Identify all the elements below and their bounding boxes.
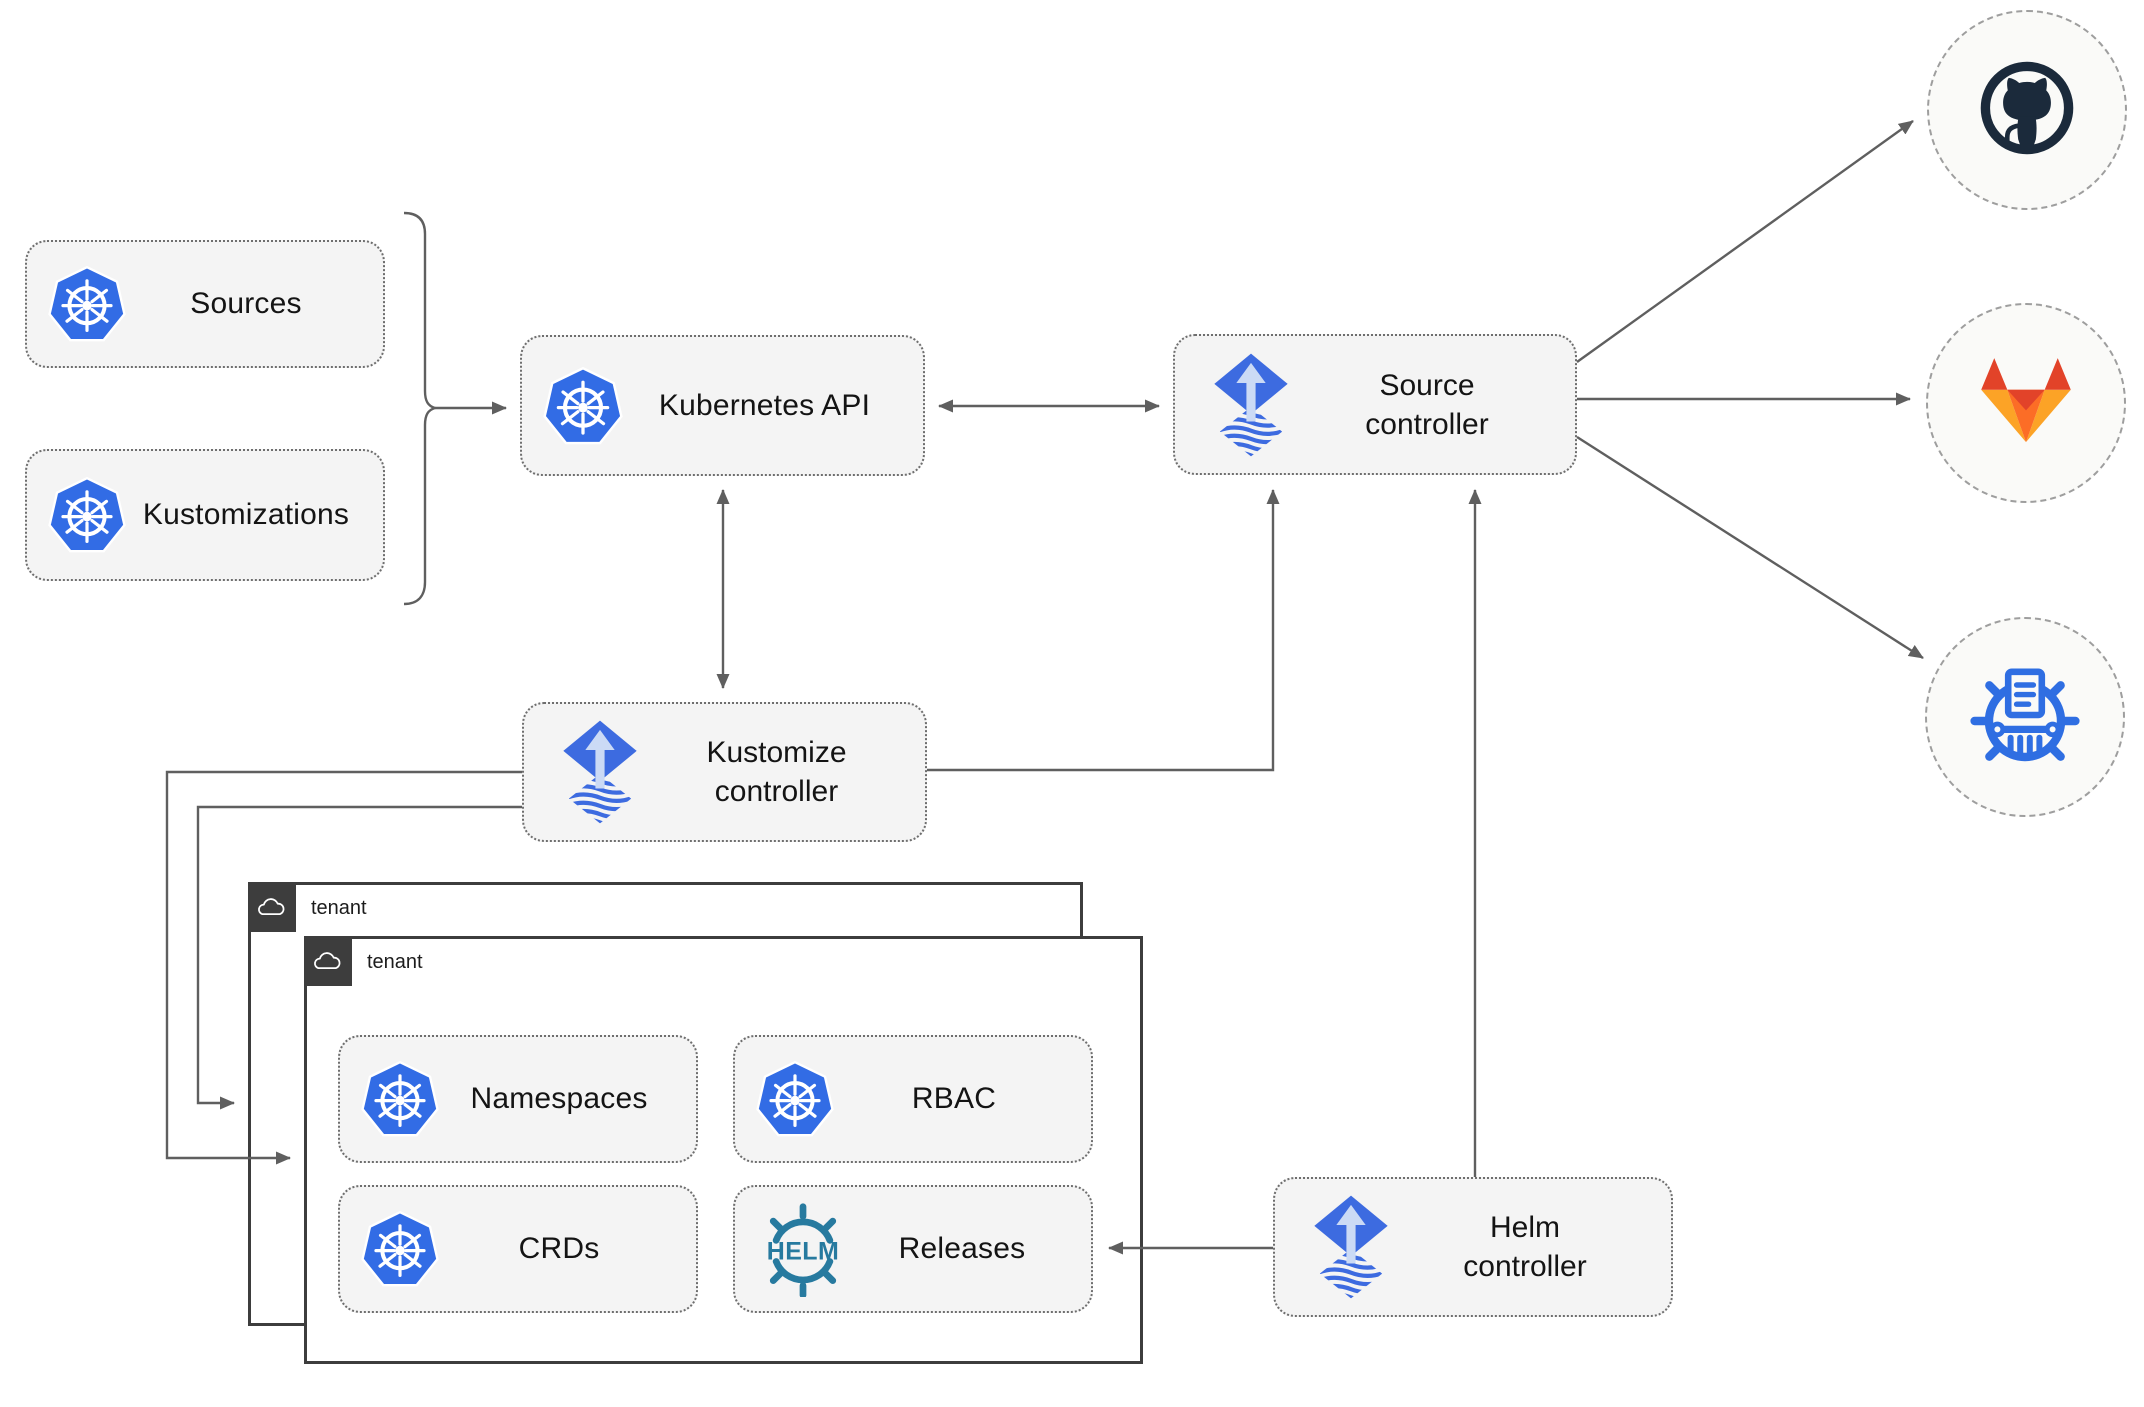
arrow-source-controller-to-chartmuseum [1576,435,1924,660]
flux-icon [554,717,646,827]
kubernetes-icon [360,1208,440,1290]
sources-label: Sources [190,287,302,320]
namespaces-node: Namespaces [338,1035,698,1163]
kustomize-controller-label: Kustomize controller [706,736,847,808]
releases-node: HELM Releases [733,1185,1093,1313]
tenant-label: tenant [311,897,367,919]
sources-bracket [403,211,440,606]
rbac-label: RBAC [911,1082,997,1115]
arrow-source-controller-to-github [1576,120,1914,363]
crds-node: CRDs [338,1185,698,1313]
kustomize-controller-node: Kustomize controller [522,702,927,842]
cloud-icon [304,936,352,986]
flux-icon [1205,350,1297,460]
sources-node: Sources [25,240,385,368]
rbac-node: RBAC [733,1035,1093,1163]
gitlab-icon [1970,354,2082,453]
flux-icon [1305,1192,1397,1302]
arrow-kustomize-to-source-controller [927,489,1280,772]
helm-logo-text: HELM [767,1238,840,1266]
tenant-box-front: tenant Namespaces RBAC CRDs [304,936,1143,1364]
kubernetes-icon [47,263,127,345]
chartmuseum-source [1925,617,2125,817]
kustomizations-node: Kustomizations [25,449,385,581]
source-controller-node: Source controller [1173,334,1577,475]
source-controller-label: Source controller [1365,368,1489,441]
kubernetes-icon [47,474,127,556]
github-source [1927,10,2127,210]
github-icon [1975,56,2079,165]
helm-icon: HELM [755,1201,851,1297]
kubernetes-icon [360,1058,440,1140]
kubernetes-icon [755,1058,835,1140]
tenant-label: tenant [367,951,423,973]
namespaces-label: Namespaces [470,1082,648,1115]
crds-label: CRDs [518,1232,600,1265]
kustomizations-label: Kustomizations [142,498,350,531]
releases-label: Releases [898,1232,1026,1265]
helm-controller-node: Helm controller [1273,1177,1673,1317]
helm-controller-label: Helm controller [1463,1211,1587,1283]
gitlab-source [1926,303,2126,503]
kubernetes-api-label: Kubernetes API [658,388,871,422]
kubernetes-icon [542,364,624,448]
kubernetes-api-node: Kubernetes API [520,335,925,476]
cloud-icon [248,882,296,932]
chartmuseum-icon [1965,655,2085,780]
